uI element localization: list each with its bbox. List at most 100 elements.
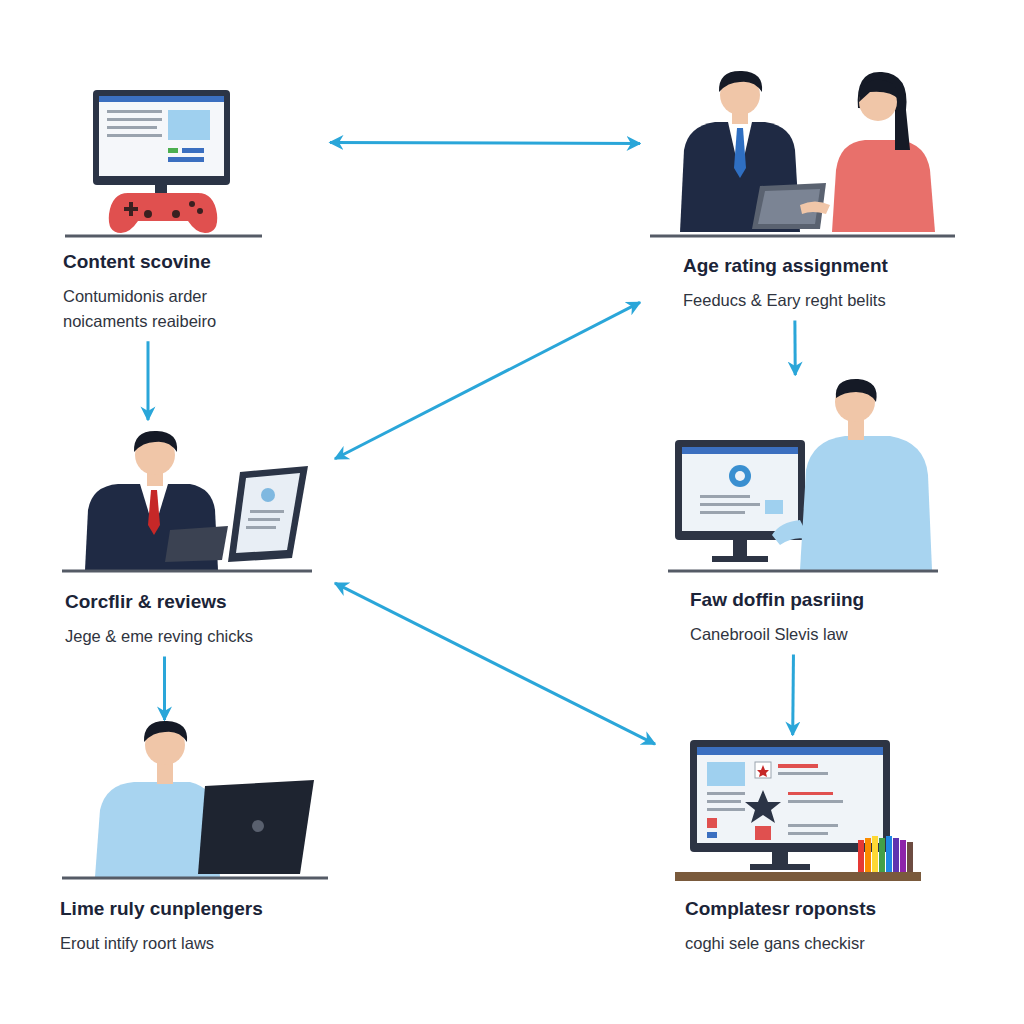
reviewer-illustration-part — [261, 488, 275, 502]
report-illustration-part — [707, 762, 745, 786]
worker-illustration-part — [62, 877, 328, 880]
monitor-gamepad-illustration-part — [129, 202, 133, 216]
report-illustration-part — [778, 764, 818, 768]
analyst-illustration-part — [682, 447, 798, 531]
monitor-gamepad-illustration-part — [109, 193, 218, 233]
process-step: Faw doffin pasriingCanebrooil Slevis law — [665, 375, 961, 655]
meeting-illustration-part — [832, 140, 935, 232]
step-text: Content scovineContumidonis arder noicam… — [63, 250, 273, 333]
step-heading: Lime ruly cunplengers — [60, 897, 325, 921]
report-illustration-part — [697, 747, 883, 755]
reviewer-illustration-part — [62, 570, 312, 573]
analyst-illustration — [668, 379, 938, 571]
report-illustration-part — [697, 747, 883, 843]
report-illustration-part — [707, 832, 717, 838]
monitor-gamepad-illustration-part — [189, 201, 195, 207]
analyst-illustration-part — [712, 556, 768, 562]
monitor-gamepad-illustration-part — [107, 126, 157, 129]
monitor-gamepad-illustration-part — [197, 208, 203, 214]
monitor-gamepad-illustration-part — [168, 148, 178, 153]
monitor-gamepad-illustration-part — [107, 110, 162, 113]
worker-illustration-part — [252, 820, 264, 832]
worker-illustration — [62, 721, 328, 878]
process-step: Corcflir & reviewsJege & eme reving chic… — [60, 420, 335, 657]
reviewer-illustration-part — [165, 526, 228, 562]
step-description: Erout intify roort laws — [60, 931, 325, 956]
worker-illustration-part — [144, 721, 187, 742]
monitor-gamepad-illustration-part — [99, 96, 224, 176]
process-step: Lime ruly cunplengersErout intify roort … — [58, 720, 331, 964]
report-illustration-part — [750, 864, 810, 870]
monitor-gamepad-illustration-part — [107, 134, 162, 137]
report-illustration-part — [675, 872, 921, 881]
report-illustration-part — [872, 836, 878, 872]
flow-arrow — [335, 302, 640, 458]
meeting-illustration-part — [719, 71, 762, 92]
flow-arrow — [791, 655, 795, 736]
flow-arrow — [335, 583, 655, 744]
meeting-illustration-part — [734, 128, 746, 178]
step-heading: Content scovine — [63, 250, 273, 274]
reviewer-illustration-part — [246, 526, 276, 529]
report-illustration-part — [788, 832, 828, 835]
report-illustration-part — [858, 840, 864, 872]
process-step: Content scovineContumidonis arder noicam… — [60, 85, 330, 341]
report-illustration-part — [707, 808, 745, 811]
process-step: Age rating assignmentFeeducs & Eary regh… — [640, 62, 960, 321]
report-illustration-part — [757, 765, 769, 777]
analyst-illustration-part — [729, 465, 751, 487]
step-text: Age rating assignmentFeeducs & Eary regh… — [683, 254, 953, 313]
reviewer-illustration-part — [228, 466, 308, 562]
report-illustration-part — [865, 838, 871, 872]
worker-illustration-part — [198, 780, 314, 874]
step-heading: Faw doffin pasriing — [690, 588, 955, 612]
reviewer-illustration-part — [148, 490, 160, 535]
analyst-illustration-part — [836, 379, 877, 402]
step-text: Faw doffin pasriingCanebrooil Slevis law — [690, 588, 955, 647]
monitor-gamepad-illustration-part — [99, 96, 224, 102]
analyst-illustration-part — [765, 500, 783, 514]
analyst-illustration-part — [668, 570, 938, 573]
report-illustration-part — [879, 838, 885, 872]
monitor-gamepad-illustration-part — [65, 235, 262, 238]
reviewer-illustration-part — [134, 431, 177, 452]
step-description: Contumidonis arder noicaments reaibeiro — [63, 284, 273, 334]
reviewer-illustration-part — [248, 518, 280, 521]
flow-arrow — [793, 321, 796, 376]
analyst-illustration-part — [682, 447, 798, 454]
report-illustration-part — [900, 840, 906, 872]
reviewer-illustration-part — [250, 510, 284, 513]
report-illustration-part — [788, 824, 838, 827]
monitor-gamepad-illustration-part — [182, 148, 204, 153]
flow-arrow — [163, 657, 166, 721]
report-illustration-part — [745, 790, 781, 823]
analyst-illustration-part — [800, 436, 932, 570]
analyst-illustration-part — [700, 495, 750, 498]
meeting-illustration — [650, 71, 955, 236]
monitor-gamepad-illustration-part — [168, 110, 210, 140]
step-text: Lime ruly cunplengersErout intify roort … — [60, 897, 325, 956]
analyst-illustration-part — [700, 503, 760, 506]
analyst-illustration-part — [772, 520, 810, 545]
step-text: Complatesr roponstscoghi sele gans check… — [685, 897, 955, 956]
step-description: Feeducs & Eary reght belits — [683, 288, 953, 313]
process-step: Complatesr roponstscoghi sele gans check… — [655, 735, 961, 964]
flow-arrow — [330, 142, 640, 143]
report-illustration-part — [707, 800, 741, 803]
step-description: Canebrooil Slevis law — [690, 622, 955, 647]
step-heading: Corcflir & reviews — [65, 590, 325, 614]
report-illustration-part — [907, 842, 913, 872]
report-illustration-part — [772, 852, 788, 866]
monitor-gamepad-illustration-part — [93, 90, 230, 185]
report-illustration — [675, 740, 921, 881]
meeting-illustration-part — [859, 80, 900, 102]
step-description: coghi sele gans checkisr — [685, 931, 955, 956]
meeting-illustration-part — [858, 72, 910, 150]
report-illustration-part — [755, 826, 771, 840]
report-illustration-part — [788, 792, 833, 795]
analyst-illustration-part — [735, 471, 745, 481]
step-text: Corcflir & reviewsJege & eme reving chic… — [65, 590, 325, 649]
analyst-illustration-part — [733, 540, 747, 558]
